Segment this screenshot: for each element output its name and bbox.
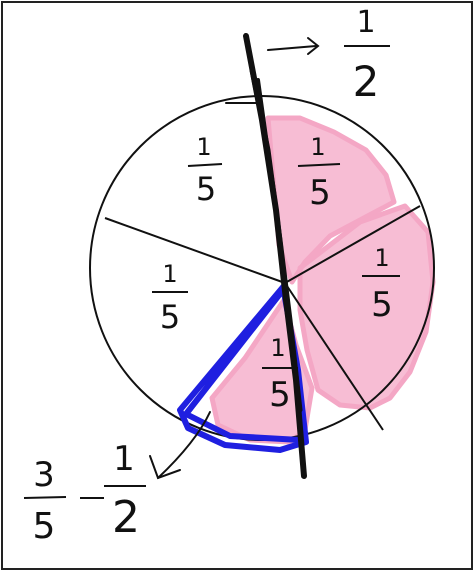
fraction-slice-left-den: 5 (160, 298, 180, 336)
fraction-bottom-three-fifths-num: 3 (33, 455, 55, 495)
fraction-slice-right-num: 1 (374, 244, 389, 272)
fraction-slice-left-num: 1 (162, 260, 177, 288)
fraction-slice-right-den: 5 (371, 285, 393, 325)
fraction-slice-top-left: 1 5 (187, 133, 223, 208)
fraction-slice-top-left-den: 5 (196, 170, 216, 208)
fraction-slice-top-right: 1 5 (297, 133, 341, 213)
fraction-bar (23, 496, 67, 499)
divider-right (284, 205, 421, 284)
fraction-slice-top-left-num: 1 (196, 133, 211, 161)
fraction-bottom-one-half-den: 2 (112, 492, 140, 543)
fraction-bar (297, 163, 341, 167)
fraction-slice-top-right-den: 5 (309, 173, 331, 213)
fraction-top-half-num: 1 (356, 5, 375, 40)
fraction-slice-top-right-num: 1 (310, 133, 325, 161)
shaded-slice-bottom (209, 297, 315, 445)
fraction-top-half: 1 2 (344, 5, 390, 106)
fraction-slice-bottom-den: 5 (269, 375, 291, 415)
fraction-top-half-den: 2 (353, 57, 380, 106)
fraction-slice-left: 1 5 (152, 260, 188, 336)
divider-bottom-right (284, 282, 384, 431)
fraction-bottom-three-fifths: 3 5 (23, 455, 67, 547)
arrow-right-icon (267, 37, 320, 55)
divider-left (104, 217, 286, 284)
black-dividing-line (225, 33, 307, 479)
fraction-bottom-three-fifths-den: 5 (33, 506, 56, 547)
fraction-slice-bottom: 1 5 (262, 334, 298, 415)
shaded-slice-top-right (265, 115, 397, 285)
fraction-bar (187, 163, 223, 167)
fraction-slice-right: 1 5 (362, 244, 400, 325)
fraction-slice-bottom-num: 1 (270, 334, 285, 362)
arrow-down-left-icon (149, 411, 211, 480)
fraction-bottom-one-half: 1 2 (104, 439, 146, 543)
fraction-bottom-one-half-num: 1 (113, 439, 135, 479)
